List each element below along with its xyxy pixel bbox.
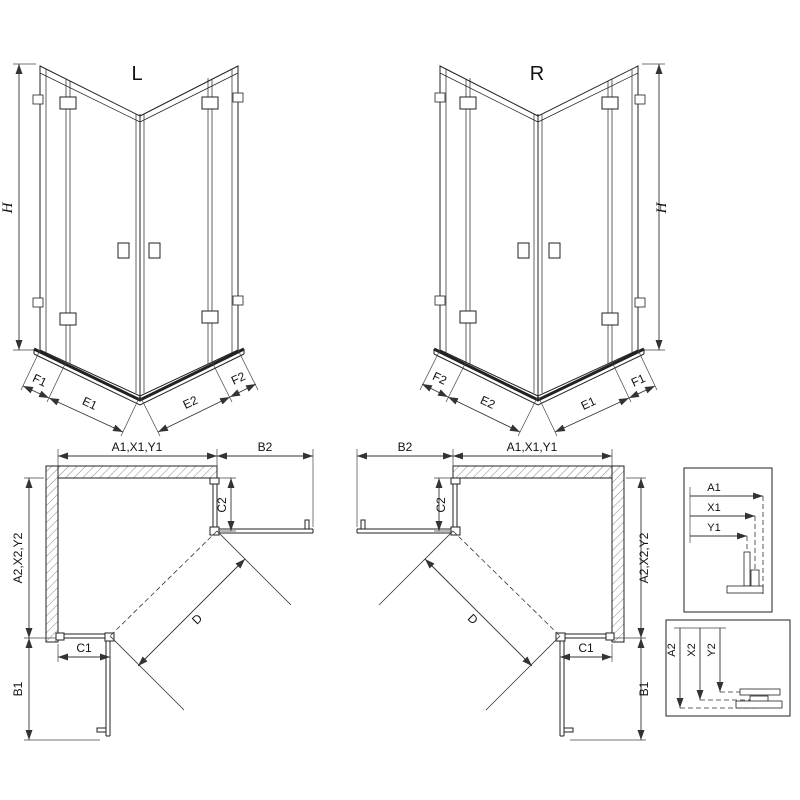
dim-label-b2: B2: [258, 440, 273, 454]
detail-width-profile: A1 X1 Y1: [683, 467, 773, 613]
base-dimensions: F2 E2 E1 F1: [419, 349, 658, 437]
detail-dim-x1: X1: [707, 502, 720, 514]
detail-dim-y2: Y2: [706, 643, 718, 656]
hinges: [459, 96, 619, 326]
glass-panels: [39, 65, 239, 398]
open-doors: [356, 519, 574, 737]
door-handles: [517, 242, 561, 259]
hinges: [59, 96, 219, 326]
detail-depth-profile: A2 X2 Y2: [665, 619, 791, 717]
dim-label-c2: C2: [434, 497, 448, 513]
dim-label-e1: E1: [579, 394, 599, 413]
dim-label-a1: A1,X1,Y1: [112, 440, 163, 454]
dim-label-f2: F2: [229, 369, 248, 388]
dim-label-b2: B2: [398, 440, 413, 454]
iso-view-right: H F2 E2 E1 F1 R: [419, 63, 670, 437]
dim-label-f1: F1: [629, 371, 648, 390]
dimensions: A1,X1,Y1 B2 A2,X2,Y2 C2 C1 B1 D: [356, 440, 651, 741]
height-dimension: H: [0, 63, 36, 351]
plan-view-right: A1,X1,Y1 B2 A2,X2,Y2 C2 C1 B1 D: [356, 440, 651, 741]
detail-dim-a2: A2: [666, 643, 678, 656]
model-label-left: L: [131, 63, 142, 85]
dim-label-e2: E2: [478, 393, 498, 412]
open-doors: [96, 519, 314, 737]
dim-label-f1: F1: [30, 371, 49, 390]
dim-label-d: D: [189, 611, 205, 627]
detail-dim-a1: A1: [707, 482, 720, 494]
shower-tray: [433, 347, 645, 406]
dim-label-c2: C2: [215, 497, 229, 513]
detail-dim-y1: Y1: [707, 522, 720, 534]
height-dim-label: H: [654, 201, 670, 214]
fixed-glass-panels: [55, 477, 220, 642]
wall-brackets: [32, 92, 244, 308]
height-dim-label: H: [0, 201, 16, 214]
dim-label-f2: F2: [430, 369, 449, 388]
detail-dim-x2: X2: [686, 643, 698, 656]
dim-label-c1: C1: [578, 641, 594, 655]
door-handles: [117, 242, 161, 259]
dim-label-b1: B1: [11, 681, 25, 696]
dim-label-a1: A1,X1,Y1: [507, 440, 558, 454]
dim-label-e2: E2: [181, 393, 201, 412]
dim-label-b1: B1: [637, 681, 651, 696]
dimensions: A1,X1,Y1 B2 A2,X2,Y2 C2 C1 B1 D: [11, 440, 314, 741]
glass-panels: [439, 65, 639, 398]
model-label-right: R: [530, 63, 544, 85]
base-dimensions: F1 E1 E2 F2: [20, 349, 259, 437]
height-dimension: H: [642, 63, 670, 351]
wall-brackets: [434, 92, 646, 308]
shower-tray: [33, 347, 245, 406]
dim-label-a2: A2,X2,Y2: [637, 532, 651, 583]
dim-label-e1: E1: [80, 394, 100, 413]
dim-label-a2: A2,X2,Y2: [11, 532, 25, 583]
iso-view-left: H F1 E1 E2 F2 L: [0, 63, 259, 437]
walls: [45, 465, 218, 643]
dim-label-d: D: [465, 611, 481, 627]
plan-view-left: A1,X1,Y1 B2 A2,X2,Y2 C2 C1 B1 D: [11, 440, 314, 741]
walls: [452, 465, 625, 643]
fixed-glass-panels: [450, 477, 615, 642]
dim-label-c1: C1: [76, 641, 92, 655]
